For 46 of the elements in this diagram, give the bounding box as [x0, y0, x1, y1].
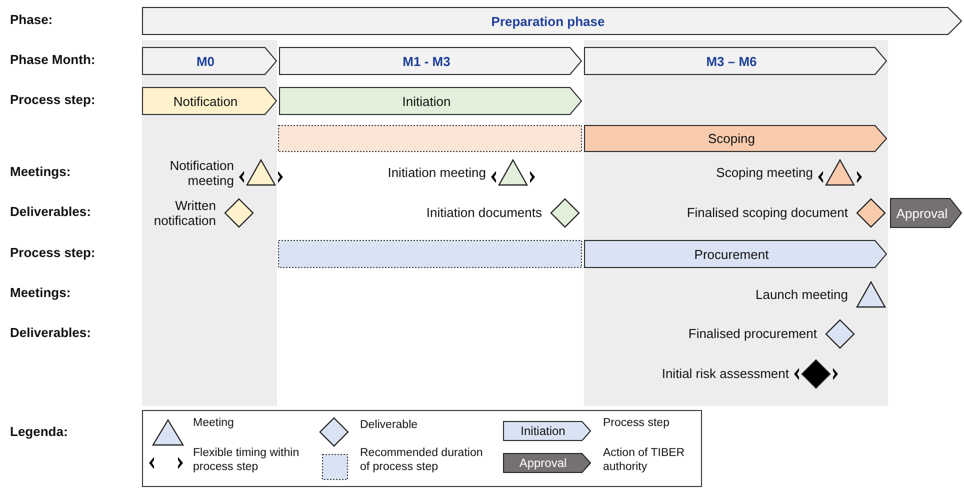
authority-action-legend-sample: Approval [503, 453, 591, 473]
process-step-bar: Procurement [584, 240, 887, 268]
process-step-legend-sample: Initiation [503, 421, 591, 441]
deliverable-label: Finalised procurement [688, 326, 817, 341]
legend-text: Meeting [193, 416, 235, 430]
legend-text: Deliverable [360, 418, 419, 432]
deliverable-label: Finalised scoping document [686, 205, 848, 220]
legend-text: Process step [603, 416, 670, 430]
month-bar: M3 – M6 [584, 47, 887, 75]
legend-text: Flexible timing within process step [193, 446, 300, 474]
month-bar: M0 [142, 47, 277, 75]
deliverable-diamond [856, 198, 886, 228]
row-label: Phase: [10, 12, 53, 27]
month-bar: M1 - M3 [279, 47, 582, 75]
deliverable-diamond [550, 198, 580, 228]
row-label: Legenda: [10, 424, 68, 439]
meeting-triangle [498, 159, 528, 186]
recommended-duration-bar [278, 125, 582, 152]
process-step-bar: Initiation [279, 87, 582, 115]
recommended-duration-bar [278, 240, 582, 268]
deliverable-diamond [801, 359, 831, 389]
deliverable-diamond [224, 198, 254, 228]
phase-bar: Preparation phase [142, 7, 962, 35]
row-label: Deliverables: [10, 204, 91, 219]
meeting-label: Initiation meeting [388, 164, 486, 180]
meeting-label: Launch meeting [755, 286, 848, 302]
meeting-triangle [856, 281, 886, 308]
authority-action-tag: Approval [890, 198, 962, 228]
meeting-label: Notification meeting [168, 158, 234, 188]
row-label: Meetings: [10, 285, 71, 300]
process-step-bar: Notification [142, 87, 277, 115]
meeting-triangle [246, 159, 276, 186]
legend-text: Action of TIBER authority [603, 446, 686, 474]
row-label: Deliverables: [10, 325, 91, 340]
meeting-label: Scoping meeting [716, 164, 813, 180]
row-label: Process step: [10, 92, 96, 107]
legend-text: Recommended duration of process step [360, 446, 484, 474]
row-label: Meetings: [10, 164, 71, 179]
meeting-triangle [825, 159, 855, 186]
deliverable-label: Written notification [152, 198, 216, 228]
row-label: Process step: [10, 245, 96, 260]
deliverable-label: Initiation documents [426, 205, 542, 220]
deliverable-diamond [825, 319, 855, 349]
deliverable-label: Initial risk assessment [662, 366, 789, 381]
row-label: Phase Month: [10, 52, 96, 67]
process-step-bar: Scoping [584, 125, 887, 152]
